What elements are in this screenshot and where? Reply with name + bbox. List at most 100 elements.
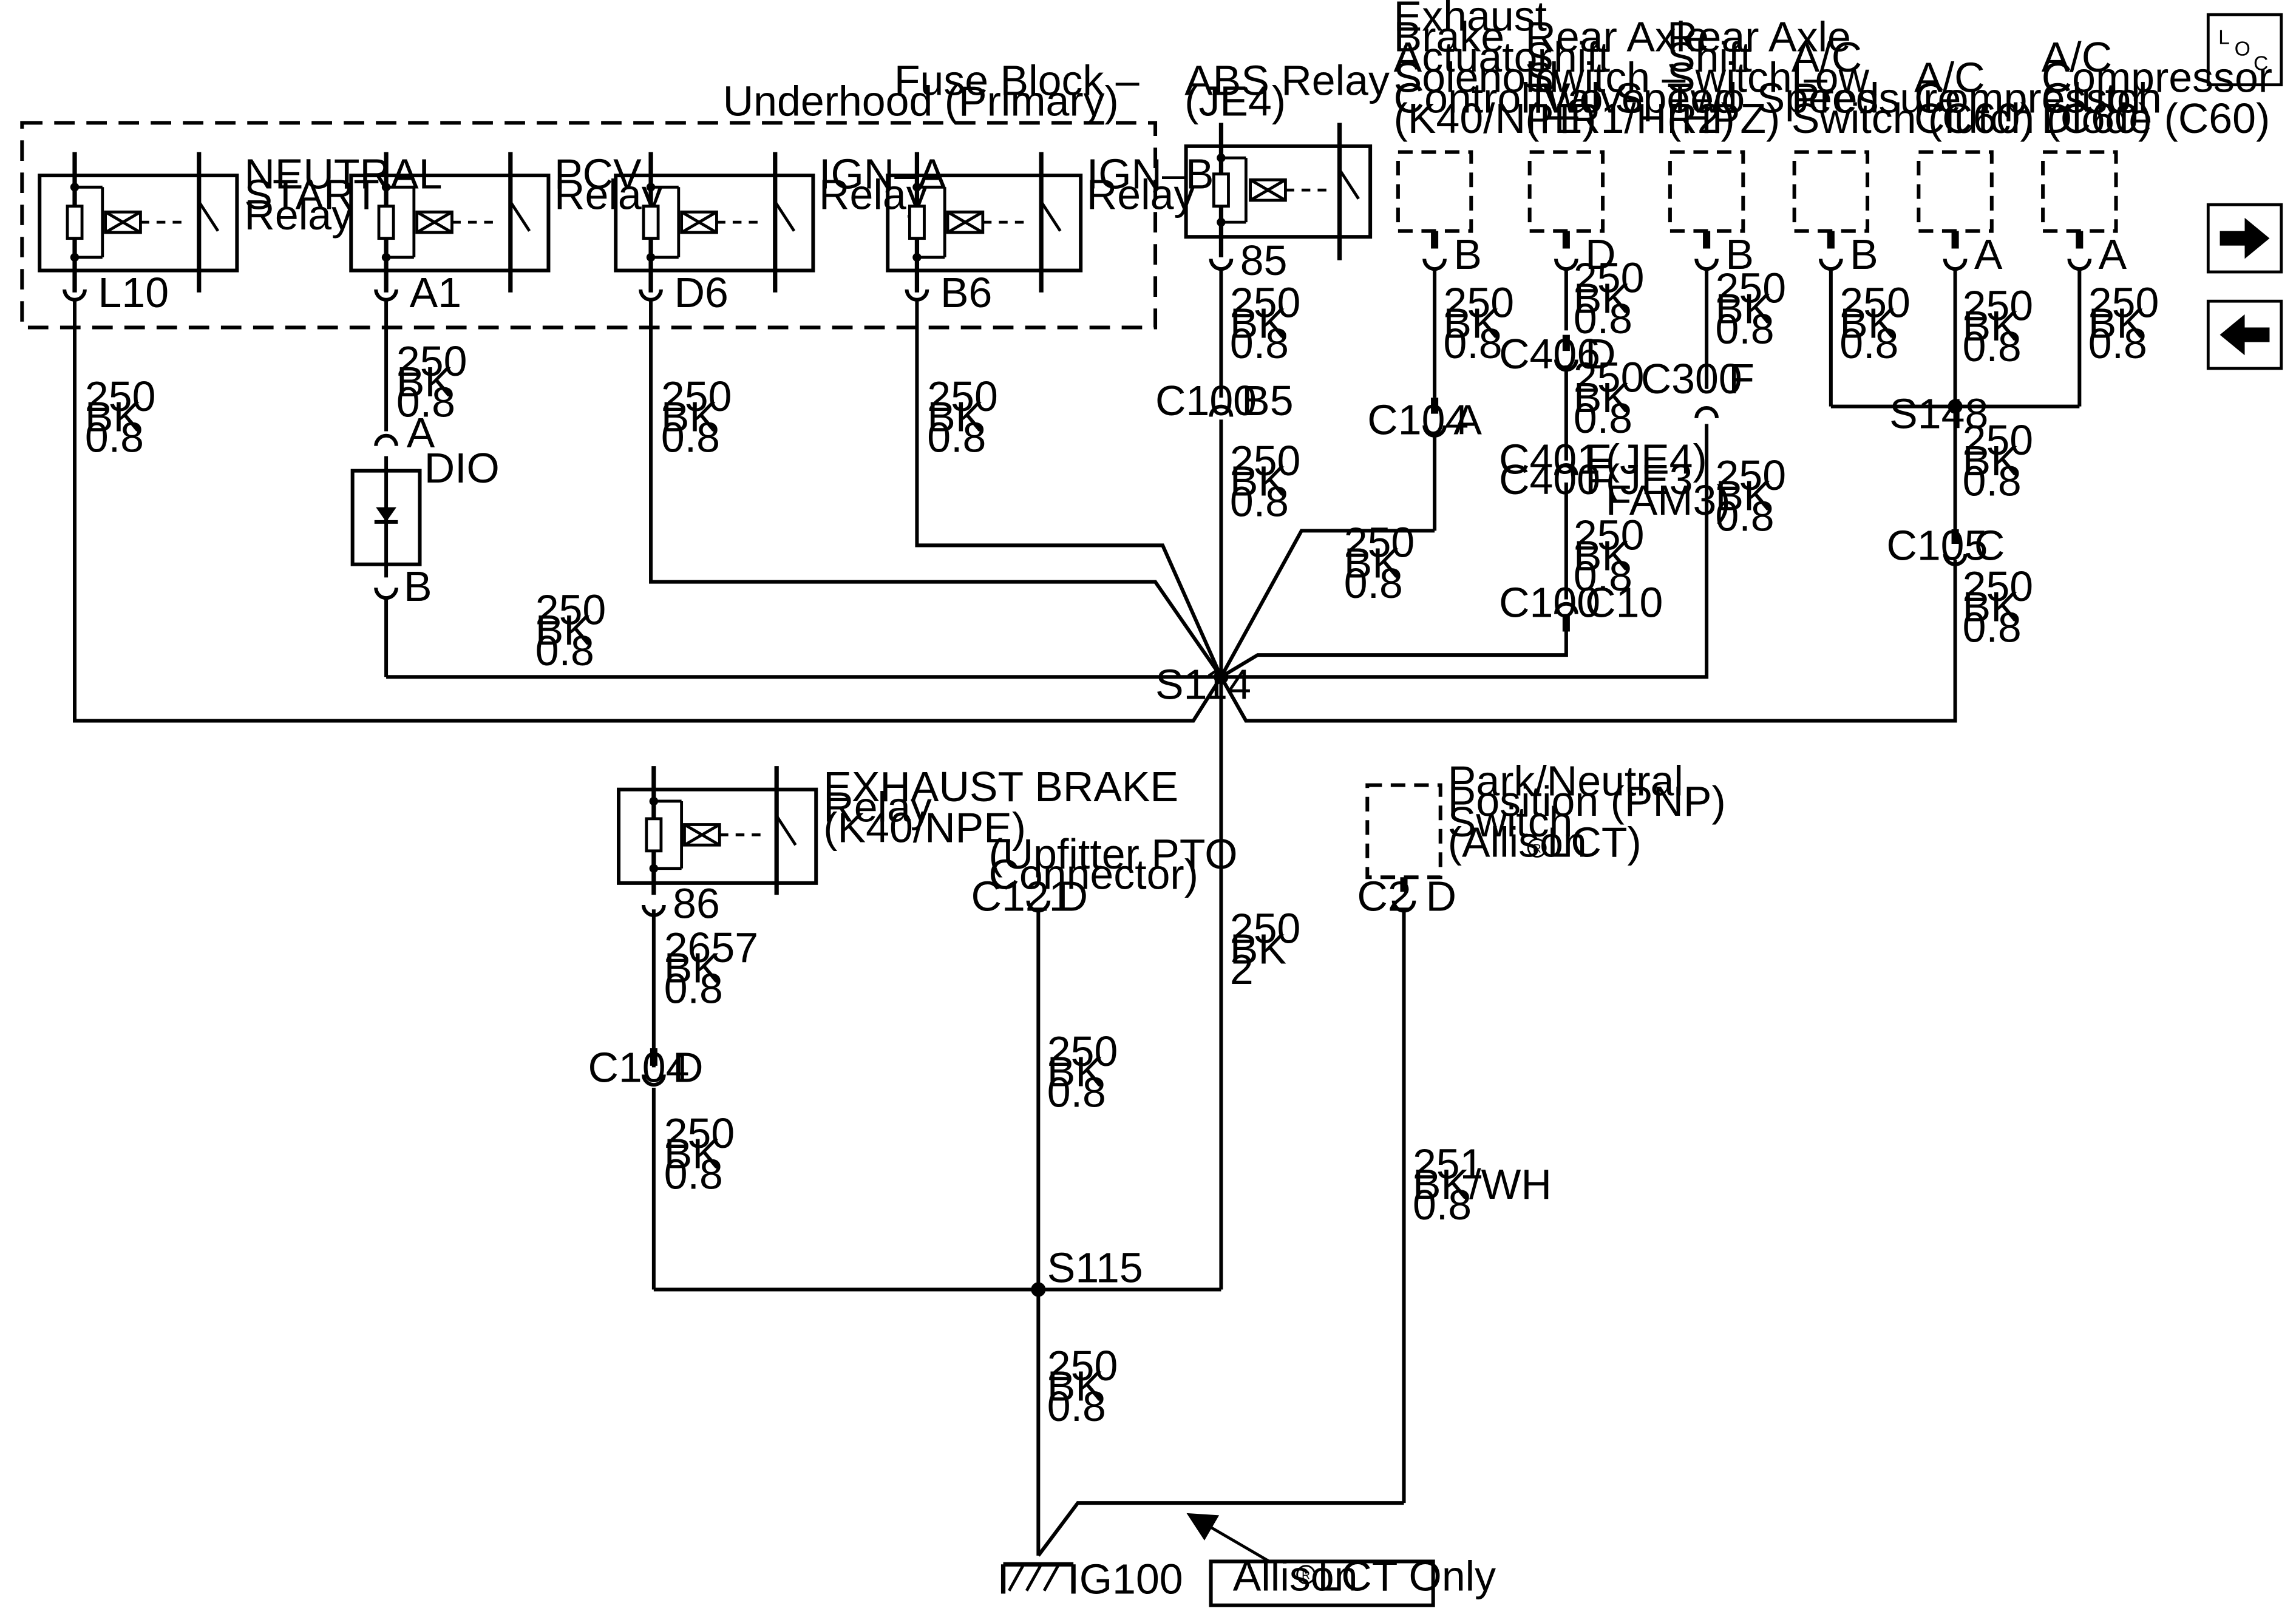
wire-size: 0.8 [1574,395,1632,442]
label-line: (Allison [1448,818,1587,866]
diode-component: DIO A B [350,409,500,610]
c104-a-pin: A [1453,396,1482,443]
c104-d-pin: D [673,1043,703,1091]
wire-circuit: 250 [2088,279,2159,327]
label-line: Switch – [1667,54,1827,101]
pnp-pin: D [1426,873,1456,920]
wire-circuit: 250 [535,586,606,634]
fuse-block: Fuse Block – Underhood (Primary) [20,57,1158,330]
wire-size: 0.8 [1839,320,1898,367]
c300-id: C300 [1641,355,1742,402]
label-line: Two Speed [1667,74,1879,121]
wire-size: 0.8 [1716,492,1775,540]
fuse-block-label-2: Underhood (Primary) [723,77,1119,124]
wire-color: BK [1839,299,1896,347]
rear-axle-switch-hpz: Rear Axle Shift Switch – Two Speed (HPZ)… [1667,13,1879,278]
label-line: Rear Axle [1525,13,1709,60]
label-line: Brake [1394,13,1504,60]
wire-color: BK [1230,925,1286,972]
label-line: A/C [2042,33,2112,81]
exhaust-brake-label-3: (K40/NPE) [823,804,1026,851]
wire-color: BK [664,1130,721,1178]
exhaust-solenoid-pin: B [1453,231,1482,278]
splice-s115-dot [1031,1282,1046,1297]
registered-mark-icon [1527,838,1547,858]
ground-icon [1008,1564,1061,1592]
abs-relay-label-1: ABS Relay [1184,57,1390,104]
wire-circuit: 250 [1230,437,1301,484]
wire-color: BK/WH [1413,1161,1552,1208]
exhaust-brake-label-2: Relay [823,784,932,831]
c105-id: C105 [1886,522,1988,569]
c400-note-2: FAM3) [1606,476,1731,524]
ign-b-label-2: Relay [1087,171,1195,218]
previous-page-button[interactable] [2206,299,2283,370]
wire-size: 0.8 [1574,295,1632,342]
c100-c10-id: C100 [1499,578,1600,626]
relay-resistor-icon [66,205,84,240]
ac-clutch-pin: A [1974,231,2003,278]
wire-color: BK [85,393,141,441]
diode-icon [376,507,396,522]
wire-size: 0.8 [927,413,986,461]
splice-s114-label: S114 [1155,660,1251,708]
registered-mark-text: R [1533,842,1541,855]
wire-size: 0.8 [85,413,144,461]
wire-labels: 250 BK 0.8 250 BK 0.8 250 BK 0.8 250 BK … [85,254,2159,1431]
abs-relay: ABS Relay (JE4) 85 [1184,57,1390,284]
relay-resistor-icon [908,205,926,240]
pnp-connector-id: C2 [1357,873,1411,920]
relay-resistor-icon [1212,172,1230,208]
wire-circuit: 250 [396,337,467,385]
wire-circuit: 250 [1230,905,1301,952]
label-line: A/C [1792,33,1862,81]
c400-note-1: (JE3 [1606,456,1693,503]
c300-pin: F [1728,355,1754,402]
wire-color: BK [396,358,453,405]
allison-note: Allison R LCT Only [1186,1513,1496,1607]
wire-size: 0.8 [1716,305,1775,353]
label-line: Shift [1525,33,1610,81]
wire-circuit: 250 [1574,354,1645,401]
fuse-block-label-1: Fuse Block – [894,57,1140,104]
wire-circuit: 250 [664,1110,735,1157]
wire-circuit: 251 [1413,1140,1484,1187]
wire-color: BK [1230,458,1286,505]
loc-button[interactable]: L O C [2206,13,2283,87]
label-line: Switch (C60) [1792,95,2034,142]
wire-circuit: 250 [1963,282,2034,330]
wire-circuit: 250 [1574,254,1645,302]
ground-g100: G100 [1000,1555,1183,1602]
wire-color: BK [664,944,721,992]
neutral-start-label-3: Relay [244,191,353,239]
wire-circuit: 250 [1839,279,1911,327]
wire-circuit: 250 [1963,563,2034,610]
relay-resistor-icon [377,205,395,240]
label-line: Connector) [988,850,1198,898]
ac-low-pressure-pin: B [1850,231,1878,278]
exhaust-solenoid: Exhaust Brake Actuator Solenoid Control … [1394,0,1645,278]
label-line: Shift [1667,33,1752,81]
wire-circuit: 250 [1047,1028,1118,1075]
upfitter-pto-connector: (Upfitter PTO Connector) C121 D [971,830,1238,920]
exhaust-brake-label-1: EXHAUST BRAKE [823,763,1178,810]
wire-size: 0.8 [1444,320,1503,367]
next-page-button[interactable] [2206,203,2283,274]
abs-relay-pin: 85 [1240,237,1288,284]
ign-b-label-1: IGN–B [1087,151,1214,198]
diode-label: DIO [424,444,500,492]
wire-size: 0.8 [1047,1383,1106,1430]
exhaust-brake-pin: 86 [673,880,720,927]
wire-size: 0.8 [664,1150,723,1198]
rear-axle-hpz-pin: B [1725,231,1754,278]
wire-circuit: 250 [85,373,156,420]
wire-color: BK [1047,1048,1104,1096]
c104-d-id: C104 [588,1043,689,1091]
label-line: Clutch (C60) [1914,95,2152,142]
wire-color: BK [1047,1363,1104,1410]
relay-resistor-icon [645,817,663,853]
wire-color: BK [1963,583,2019,631]
wire-color: BK [1574,532,1630,579]
label-line: Two Speed [1525,74,1737,121]
